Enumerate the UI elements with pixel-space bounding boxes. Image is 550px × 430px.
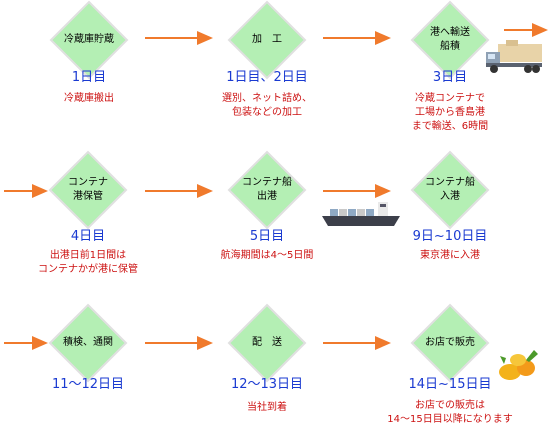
step-1-desc: 冷蔵庫搬出 bbox=[64, 93, 114, 104]
step-5-day: 5日目 bbox=[249, 229, 285, 244]
step-5-desc: 航海期間は4～5日間 bbox=[220, 250, 314, 261]
step-6-label: コンテナ船 入港 bbox=[425, 177, 475, 202]
container-ship-icon bbox=[322, 202, 400, 226]
diamond-shape bbox=[410, 150, 490, 230]
arrow-right-icon bbox=[145, 31, 213, 45]
step-7-label: 積検、通関 bbox=[63, 337, 113, 348]
arrow-right-icon bbox=[323, 31, 391, 45]
step-5-diamond: コンテナ船 出港 bbox=[227, 150, 307, 230]
diamond-shape bbox=[48, 150, 128, 230]
diamond-shape bbox=[227, 150, 307, 230]
step-8-desc: 当社到着 bbox=[247, 402, 287, 413]
step-2-label: 加 工 bbox=[252, 34, 282, 45]
arrow-right-icon bbox=[504, 23, 548, 37]
step-9-day: 14日~15日目 bbox=[408, 377, 492, 392]
produce-icon bbox=[499, 350, 538, 380]
truck-icon bbox=[486, 40, 542, 73]
arrow-right-icon bbox=[323, 336, 391, 350]
step-5-label: コンテナ船 出港 bbox=[242, 177, 292, 202]
step-4-label: コンテナ 港保管 bbox=[68, 177, 108, 202]
step-6-diamond: コンテナ船 入港 bbox=[410, 150, 490, 230]
step-3-day: 3日目 bbox=[432, 70, 468, 85]
step-7-diamond: 積検、通関 bbox=[48, 303, 128, 383]
step-6-day: 9日~10日目 bbox=[412, 229, 488, 244]
step-2-day: 1日目、2日目 bbox=[226, 70, 308, 85]
step-3-desc: 冷蔵コンテナで 工場から香島港 まで輸送、6時間 bbox=[411, 93, 489, 132]
arrow-right-icon bbox=[323, 184, 391, 198]
step-9-diamond: お店で販売 bbox=[410, 303, 490, 383]
diamond-shape bbox=[49, 0, 129, 80]
step-1-diamond: 冷蔵庫貯蔵 bbox=[49, 0, 129, 80]
diamond-shape bbox=[410, 303, 490, 383]
step-9-desc: お店での販売は 14～15日目以降になります bbox=[387, 400, 513, 425]
arrow-right-icon bbox=[145, 184, 213, 198]
step-2-diamond: 加 工 bbox=[227, 0, 307, 80]
arrow-right-icon bbox=[145, 336, 213, 350]
step-8-day: 12～13日目 bbox=[230, 377, 304, 392]
step-7-day: 11～12日目 bbox=[51, 377, 125, 392]
step-4-day: 4日目 bbox=[70, 229, 106, 244]
diamond-shape bbox=[410, 0, 490, 80]
step-2-desc: 選別、ネット詰め、 包装などの加工 bbox=[222, 93, 312, 118]
step-1-day: 1日目 bbox=[71, 70, 107, 85]
diamond-shape bbox=[227, 303, 307, 383]
diamond-shape bbox=[48, 303, 128, 383]
step-6-desc: 東京港に入港 bbox=[420, 250, 480, 261]
step-4-desc: 出港日前1日間は コンテナかが港に保管 bbox=[38, 250, 138, 275]
step-3-label: 港へ輸送 船積 bbox=[430, 27, 470, 52]
step-8-diamond: 配 送 bbox=[227, 303, 307, 383]
step-8-label: 配 送 bbox=[252, 337, 282, 348]
step-1-label: 冷蔵庫貯蔵 bbox=[64, 34, 114, 45]
step-4-diamond: コンテナ 港保管 bbox=[48, 150, 128, 230]
diamond-shape bbox=[227, 0, 307, 80]
arrow-right-icon bbox=[4, 336, 48, 350]
step-9-label: お店で販売 bbox=[425, 337, 475, 348]
step-3-diamond: 港へ輸送 船積 bbox=[410, 0, 490, 80]
arrow-right-icon bbox=[4, 184, 48, 198]
